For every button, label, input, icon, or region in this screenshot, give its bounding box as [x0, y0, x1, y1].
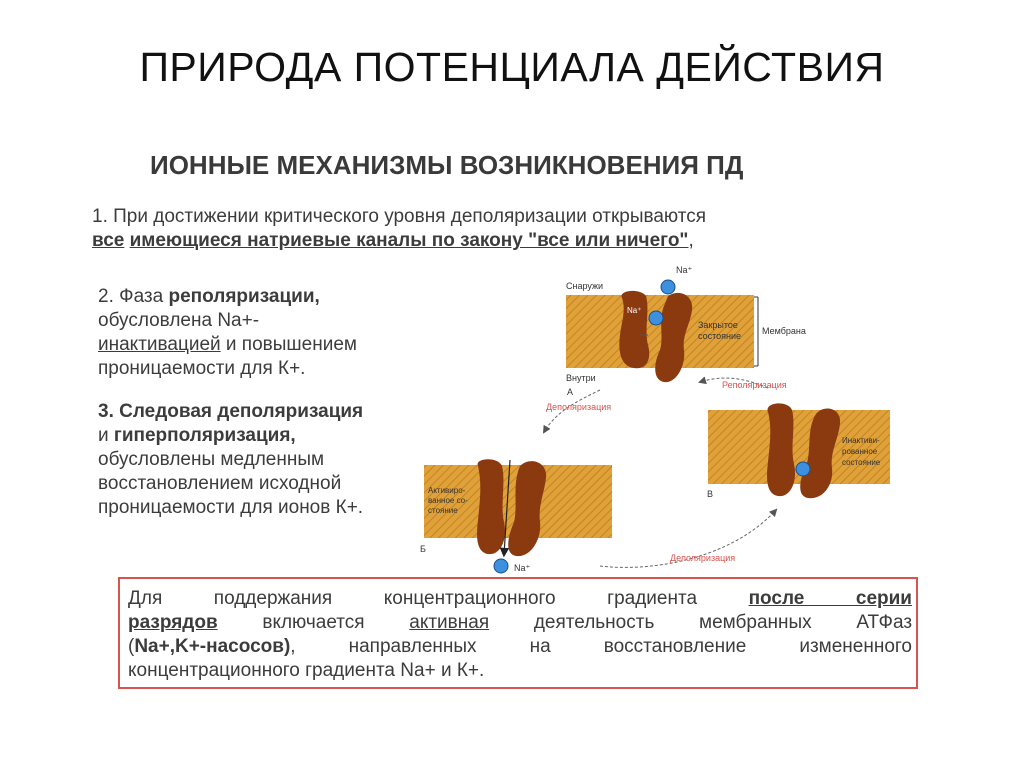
panel-inactivated-state: Инактиви- рованное состояние В: [707, 403, 890, 499]
point3-line4: восстановлением исходной: [98, 473, 342, 494]
panel-v-letter: В: [707, 489, 713, 499]
channel-subunit-a1: [619, 290, 650, 369]
channel-subunit-v1: [767, 403, 796, 497]
point1-law: имеющиеся натриевые каналы по закону "вс…: [129, 230, 689, 251]
point1-comma: ,: [688, 230, 694, 251]
channel-subunit-v2: [800, 408, 841, 499]
note-after-series: после серии: [748, 588, 912, 609]
point1-line2: все имеющиеся натриевые каналы по закону…: [92, 229, 694, 253]
note-line1: Для поддержания концентрационного градие…: [128, 588, 912, 610]
inactivated-state-label-1: Инактиви-: [842, 436, 880, 445]
outside-label: Снаружи: [566, 281, 603, 291]
na-ion-v: [795, 461, 811, 477]
note-paren: (: [128, 636, 135, 657]
point1-all: все: [92, 230, 125, 251]
point2-repolarization: реполяризации,: [168, 286, 320, 307]
point2-phase: 2. Фаза: [98, 286, 169, 307]
point2-inactivation: инактивацией: [98, 334, 221, 355]
inactivated-state-label-3: состояние: [842, 458, 881, 467]
point3-line1: 3. Следовая деполяризация: [98, 401, 364, 422]
note-atpase: деятельность мембранных АТФаз: [533, 612, 913, 633]
point3-and: и: [98, 425, 114, 446]
activated-state-label-3: стояние: [428, 506, 458, 515]
closed-state-label-2: состояние: [698, 331, 741, 341]
note-line3: (Na+,K+-насосов), направленных на восста…: [128, 636, 912, 658]
arrow-depolarization-2: [599, 508, 778, 568]
point1-line1: 1. При достижении критического уровня де…: [92, 206, 707, 227]
membrane-label: Мембрана: [762, 326, 806, 336]
na-label-a2: Na⁺: [627, 306, 641, 315]
panel-b-letter: Б: [420, 544, 426, 554]
na-ion-b: [493, 558, 509, 574]
point2-line1: 2. Фаза реполяризации,: [98, 285, 320, 309]
note-discharges: разрядов: [128, 612, 218, 633]
na-flow-arrow: [499, 459, 511, 558]
channel-subunit-a2: [655, 292, 693, 383]
slide-title: ПРИРОДА ПОТЕНЦИАЛА ДЕЙСТВИЯ: [139, 44, 885, 90]
point3-line5: проницаемости для ионов К+.: [98, 497, 364, 518]
point2-increase: и повышением: [220, 334, 357, 355]
activated-state-label-2: ванное со-: [428, 496, 468, 505]
note-line2: разрядов включается активная деятельност…: [128, 612, 912, 634]
na-ion-a2: [648, 310, 664, 326]
panel-a-letter: А: [567, 387, 573, 397]
note-line4: концентрационного градиента Na+ и К+.: [128, 660, 485, 681]
note-pumps: Na+,K+-насосов): [134, 636, 291, 657]
closed-state-label-1: Закрытое: [698, 320, 738, 330]
diagram-subtitle: ИОННЫЕ МЕХАНИЗМЫ ВОЗНИКНОВЕНИЯ ПД: [150, 150, 744, 180]
na-label-b: Na⁺: [514, 563, 531, 573]
note-directed: , направленных на восстановление изменен…: [290, 636, 912, 657]
inside-label: Внутри: [566, 373, 596, 383]
panel-closed-state: Снаружи Внутри Na⁺ Na⁺ Закрытое состояни…: [566, 265, 806, 397]
depolarization-label-1: Деполяризация: [546, 402, 611, 412]
point2-line3: инактивацией и повышением: [98, 333, 357, 357]
repolarization-label: Реполяризация: [722, 380, 787, 390]
point3-line3: обусловлены медленным: [98, 449, 325, 470]
channel-subunit-b1: [477, 459, 506, 555]
atpase-note-box: [118, 577, 918, 689]
depolarization-label-2: Деполяризация: [670, 553, 735, 563]
inactivated-state-label-2: рованное: [842, 447, 878, 456]
arrow-depolarization-1: [542, 389, 601, 434]
note-active: активная: [409, 612, 490, 633]
activated-state-label-1: Активиро-: [428, 486, 466, 495]
point3-hyperpolarization: гиперполяризация,: [113, 425, 296, 446]
point2-line4: проницаемости для К+.: [98, 358, 306, 379]
na-ion-a1: [660, 279, 676, 295]
channel-subunit-b2: [508, 461, 547, 557]
note-l1-start: Для поддержания концентрационного градие…: [128, 588, 698, 609]
point2-line2: обусловлена Na+-: [98, 310, 260, 331]
point3-line2: и гиперполяризация,: [98, 424, 296, 448]
panel-activated-state: Na⁺ Активиро- ванное со- стояние Б: [420, 459, 612, 574]
note-activates: включается: [262, 612, 365, 633]
na-label-a1: Na⁺: [676, 265, 693, 275]
